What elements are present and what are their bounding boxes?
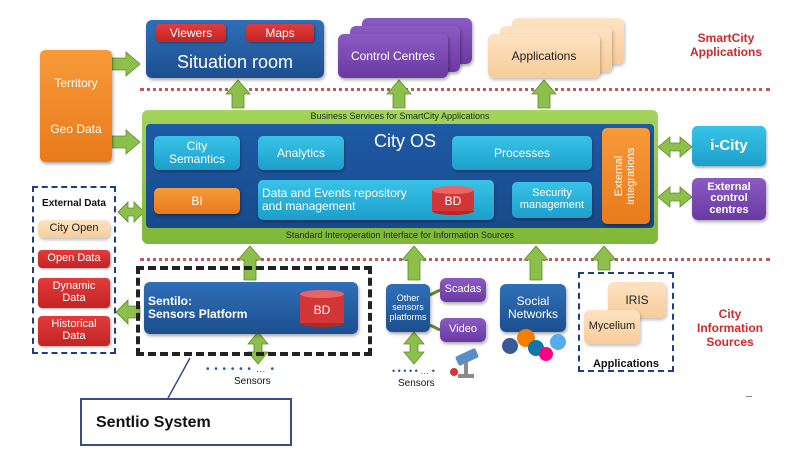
sentlio-system-label: Sentlio System [96,414,211,431]
i-city-box: i-City [692,126,766,166]
arrow-icity [657,136,693,158]
security-box: Security management [512,182,592,218]
arrow-sensors-left [247,331,269,365]
data-events-label: Data and Events repository and managemen… [262,186,407,213]
bottom-separator-line [140,258,770,261]
city-semantics-box: City Semantics [154,136,240,170]
small-mark [746,396,752,397]
standard-interface-label: Standard Interoperation Interface for In… [285,230,515,241]
analytics-box: Analytics [258,136,344,170]
mycelium-box: Mycelium [584,310,640,344]
facebook-icon [502,338,518,354]
social-networks-box: Social Networks [500,284,566,332]
arrow-external-control [657,186,693,208]
dynamic-data-box: Dynamic Data [38,278,110,308]
city-open-box: City Open [38,220,110,238]
external-data-title: External Data [42,198,106,209]
sensors-mid-label: Sensors [398,378,435,389]
arrow-geo [111,129,141,155]
scadas-box: Scadas [440,278,486,302]
smartcity-applications-label: SmartCity Applications [689,31,762,59]
external-integrations-box [602,128,650,224]
historical-data-box: Historical Data [38,316,110,346]
bd-top-cylinder-icon [432,186,474,215]
other-sensors-box: Other sensors platforms [386,284,430,332]
sentilo-label: Sentilo: Sensors Platform [148,294,248,321]
link-video [429,323,441,332]
arrow-up-sentilo [237,245,263,281]
sensors-left-label: Sensors [234,376,271,387]
camera-icon [450,348,479,378]
applications-bottom-label: Applications [592,358,659,370]
situation-room-label: Situation room [176,51,294,72]
viewers-button: Viewers [156,24,226,42]
link-scadas [429,288,441,297]
maps-button: Maps [246,24,314,42]
arrow-external-data [117,201,145,223]
business-services-label: Business Services for SmartCity Applicat… [310,111,490,122]
sentilo-dashed-frame [136,266,372,356]
arrow-up-social [523,245,549,281]
social-icons [502,329,566,361]
sentlio-system-callout [80,398,292,446]
arrow-sensors-mid [403,331,425,365]
video-box: Video [440,318,486,342]
external-data-group [32,186,116,354]
sentlio-pointer-line [167,357,191,399]
arrow-territory-up [111,51,141,77]
top-separator-line [140,88,770,91]
arrow-up-apps [531,79,557,109]
bd-top-label: BD [444,193,462,208]
control-centres-box: Control Centres [338,34,448,78]
open-data-box: Open Data [38,250,110,268]
arrow-up-situation [225,79,251,109]
bd-sentilo-label: BD [313,302,331,317]
applications-bottom-group [578,272,674,372]
city-os-title: City OS [373,130,436,151]
territory-box [40,50,112,162]
applications-top-box: Applications [488,34,600,78]
bd-sentilo-cylinder-icon [300,290,344,327]
arrow-up-apps-bottom [591,245,617,271]
external-integrations-label: External integrations [613,147,637,205]
sensors-left-dots: • • • • • • … • [206,364,275,375]
external-control-box: External control centres [692,178,766,220]
twitter-icon [550,334,566,350]
flickr-icon [539,347,553,361]
arrow-up-other [401,245,427,281]
city-information-sources-label: City Information Sources [697,307,763,349]
arrow-up-control [386,79,412,109]
geo-data-label: Geo Data [50,121,102,136]
sensors-mid-dots: • • • • • … • [392,366,435,376]
bi-box: BI [154,188,240,214]
processes-box: Processes [452,136,592,170]
territory-label: Territory [54,75,98,90]
